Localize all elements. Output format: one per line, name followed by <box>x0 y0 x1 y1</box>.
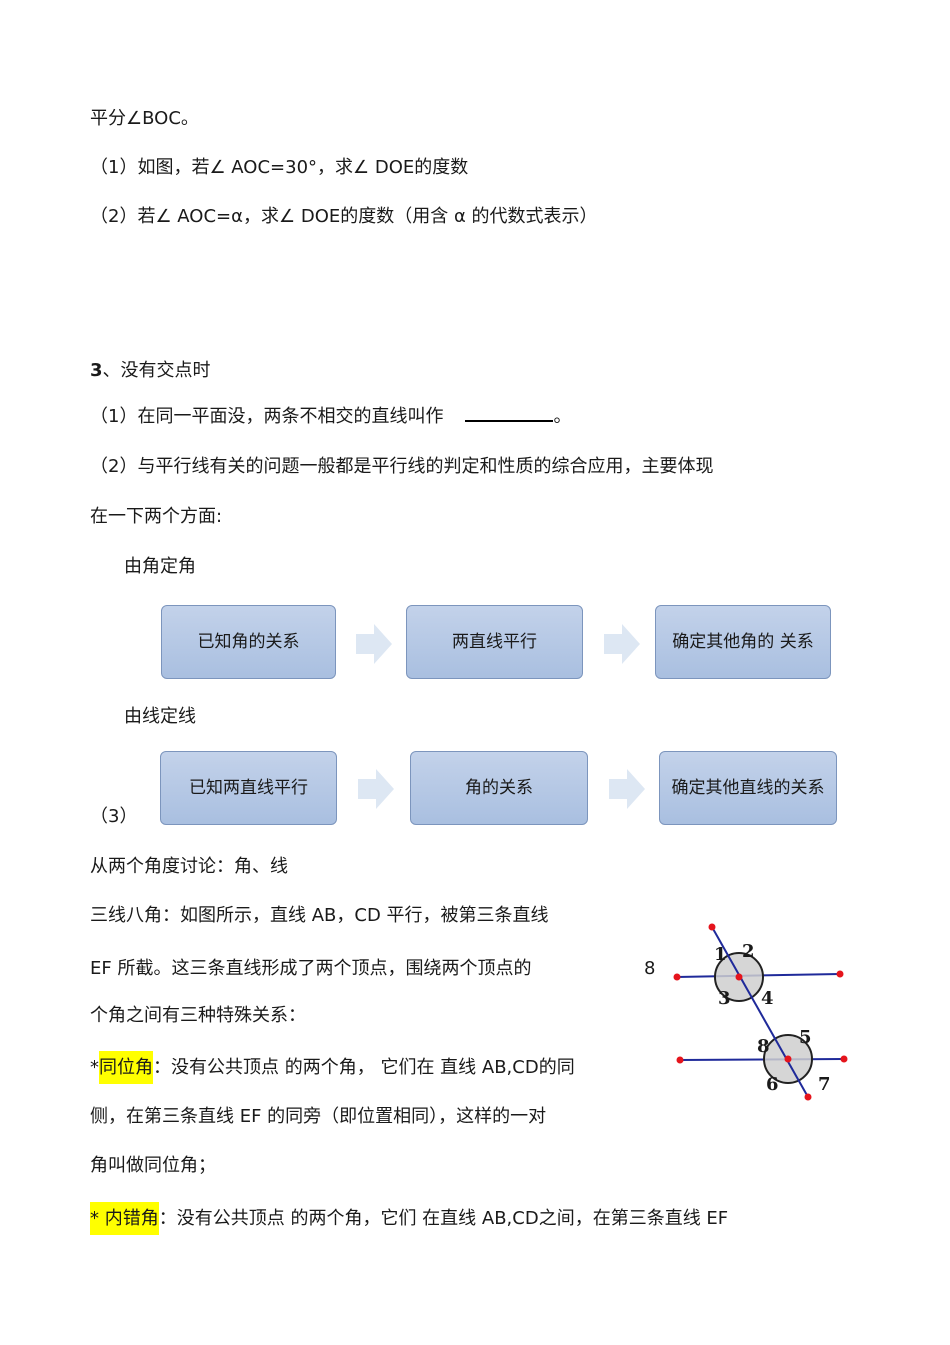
section-number: 3 <box>90 360 103 381</box>
paragraph-line-1: 三线八角：如图所示，直线 AB，CD 平行，被第三条直线 <box>90 905 549 926</box>
paragraph-line-2-number: 8 <box>644 958 656 979</box>
tongwei-line-1: *同位角：没有公共顶点 的两个角， 它们在 直线 AB,CD的同 <box>90 1051 575 1084</box>
text-line-1: 平分∠BOC。 <box>90 108 199 129</box>
angle-label-2: 2 <box>742 941 755 962</box>
flow-1-box-3: 确定其他角的 关系 <box>655 605 831 679</box>
point <box>840 1055 848 1063</box>
question-1: （1）在同一平面没，两条不相交的直线叫作 。 <box>90 406 571 428</box>
flow-2-box-3: 确定其他直线的关系 <box>659 751 837 825</box>
angle-label-1: 1 <box>714 944 727 965</box>
paragraph-line-3: 个角之间有三种特殊关系： <box>90 1005 306 1026</box>
flow-1-arrow-2 <box>604 624 640 664</box>
angle-label-7: 7 <box>818 1074 831 1095</box>
neicuo-term: * 内错角 <box>90 1202 159 1235</box>
flow-1-title: 由角定角 <box>124 556 196 577</box>
angle-label-3: 3 <box>718 988 731 1009</box>
tongwei-term: 同位角 <box>99 1051 153 1084</box>
question-2-line-1: （2）与平行线有关的问题一般都是平行线的判定和性质的综合应用，主要体现 <box>90 456 714 477</box>
angle-label-5: 5 <box>799 1027 812 1048</box>
paragraph-line-2: EF 所截。这三条直线形成了两个顶点，围绕两个顶点的 <box>90 958 532 979</box>
point <box>836 970 844 978</box>
flow-1-box-2: 两直线平行 <box>406 605 583 679</box>
question-2-line-2: 在一下两个方面: <box>90 506 223 527</box>
flow-2-title: 由线定线 <box>124 706 196 727</box>
tongwei-text-1: ：没有公共顶点 的两个角， 它们在 直线 AB,CD的同 <box>153 1057 575 1078</box>
text-line-3: （2）若∠ AOC=α，求∠ DOE的度数（用含 α 的代数式表示） <box>90 206 598 227</box>
section-title: 、没有交点时 <box>102 360 211 381</box>
flow-2-arrow-2 <box>609 769 645 809</box>
text-line-2: （1）如图，若∠ AOC=30°，求∠ DOE的度数 <box>90 157 469 178</box>
tongwei-line-3: 角叫做同位角； <box>90 1155 216 1176</box>
vertex-point-bottom <box>784 1055 792 1063</box>
flow-1-box-1: 已知角的关系 <box>161 605 336 679</box>
vertex-point-top <box>735 973 743 981</box>
line-cd <box>679 1058 845 1061</box>
line-ef <box>711 926 809 1098</box>
angle-label-4: 4 <box>761 988 774 1009</box>
angle-label-6: 6 <box>766 1074 779 1095</box>
answer-blank[interactable] <box>465 406 554 422</box>
tongwei-line-2: 侧，在第三条直线 EF 的同旁（即位置相同），这样的一对 <box>90 1106 547 1127</box>
point <box>676 1056 684 1064</box>
tongwei-star: * <box>90 1057 99 1078</box>
three-lines-eight-angles-figure: 1 2 3 4 5 8 6 7 <box>673 923 848 1101</box>
angle-label-8: 8 <box>757 1036 770 1057</box>
question-1-end: 。 <box>553 406 572 427</box>
question-1-text: （1）在同一平面没，两条不相交的直线叫作 <box>90 406 444 427</box>
flow-2-arrow-1 <box>358 769 394 809</box>
neicuo-text-1: ：没有公共顶点 的两个角，它们 在直线 AB,CD之间，在第三条直线 EF <box>158 1208 729 1229</box>
question-3-label: （3） <box>90 806 138 827</box>
flow-2-box-2: 角的关系 <box>410 751 588 825</box>
point <box>673 973 681 981</box>
flow-2-box-1: 已知两直线平行 <box>160 751 337 825</box>
discuss-line: 从两个角度讨论：角、线 <box>90 856 288 877</box>
point <box>804 1093 812 1101</box>
neicuo-line-1: * 内错角：没有公共顶点 的两个角，它们 在直线 AB,CD之间，在第三条直线 … <box>90 1202 729 1235</box>
section-heading: 3、没有交点时 <box>90 360 211 382</box>
flow-1-arrow-1 <box>356 624 392 664</box>
point <box>708 923 716 931</box>
